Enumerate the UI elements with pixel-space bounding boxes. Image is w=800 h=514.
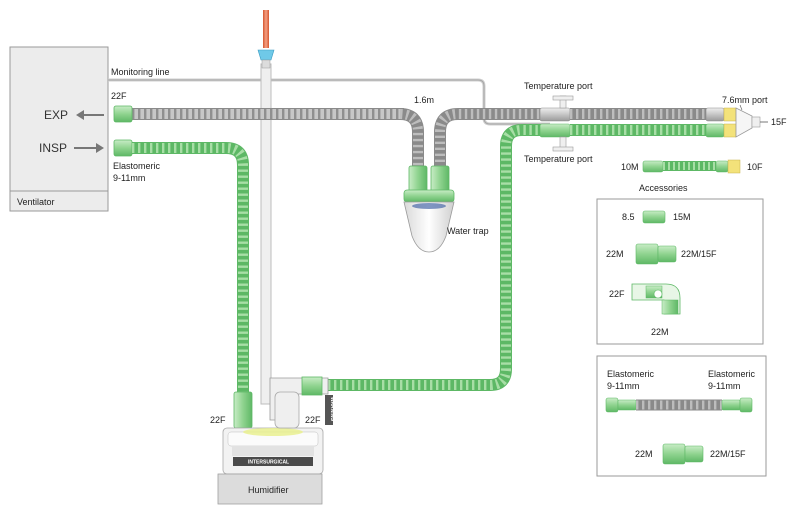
humidifier: INTERSURGICAL Humidifier (217, 391, 324, 505)
patient-y-piece: 15F 7.6mm port Temperature port Temperat… (524, 81, 787, 164)
elastomeric-insp-label-2: 9-11mm (113, 173, 145, 183)
end-15f-label: 15F (771, 117, 787, 127)
monitoring-line-label: Monitoring line (111, 67, 170, 77)
insp-label: INSP (39, 141, 67, 155)
warning-tag-text: WARNING (329, 397, 335, 421)
acc-10f-label: 10F (747, 162, 763, 172)
elastomeric-insp-label-1: Elastomeric (113, 161, 161, 171)
humid-left-22f-label: 22F (210, 415, 226, 425)
accessory-10m-10f: 10M 10F (621, 159, 763, 174)
acc2-b-right: 22M/15F (710, 449, 746, 459)
acc2-left-1: Elastomeric (607, 369, 655, 379)
exp-arrow-icon (76, 110, 104, 120)
accessories-box-2: Elastomeric 9-11mm Elastomeric 9-11mm 22… (596, 355, 767, 477)
temperature-probe (257, 10, 275, 405)
monitoring-line: Monitoring line (108, 67, 550, 126)
exp-label: EXP (44, 108, 68, 122)
acc-a1-left: 8.5 (622, 212, 635, 222)
ventilator: Ventilator EXP INSP (9, 46, 109, 212)
exp-22f-connector (113, 105, 133, 123)
humid-right-22f-label: 22F (305, 415, 321, 425)
temperature-port-top (552, 95, 574, 109)
humidifier-label: Humidifier (248, 485, 289, 495)
port-76-label: 7.6mm port (722, 95, 768, 105)
acc-10m-label: 10M (621, 162, 639, 172)
temperature-port-bottom (552, 136, 574, 152)
acc2-left-2: 9-11mm (607, 381, 639, 391)
accessories-title: Accessories (639, 183, 688, 193)
ventilator-label: Ventilator (17, 197, 55, 207)
warning-tag: WARNING (325, 395, 335, 425)
length-label: 1.6m (414, 95, 434, 105)
inspiratory-dry-limb: Elastomeric 9-11mm 22F (113, 139, 253, 429)
exp-22f-label: 22F (111, 91, 127, 101)
temp-port-bottom-label: Temperature port (524, 154, 593, 164)
acc-a2-right: 22M/15F (681, 249, 717, 259)
accessories-box: Accessories 8.5 15M 22M 22M/15F 22F 22M (596, 183, 764, 345)
water-trap: Water trap (403, 165, 489, 253)
temp-port-top-label: Temperature port (524, 81, 593, 91)
acc-a3-bottom: 22M (651, 327, 669, 337)
humidifier-brand: INTERSURGICAL (248, 460, 289, 466)
acc2-b-left: 22M (635, 449, 653, 459)
acc2-right-1: Elastomeric (708, 369, 756, 379)
expiratory-limb: 22F 1.6m (111, 91, 548, 168)
acc-a3-left: 22F (609, 289, 625, 299)
water-trap-label: Water trap (447, 226, 489, 236)
acc2-right-2: 9-11mm (708, 381, 740, 391)
insp-arrow-icon (74, 143, 104, 153)
acc-a1-right: 15M (673, 212, 691, 222)
acc-a2-left: 22M (606, 249, 624, 259)
insp-connector (113, 139, 133, 157)
